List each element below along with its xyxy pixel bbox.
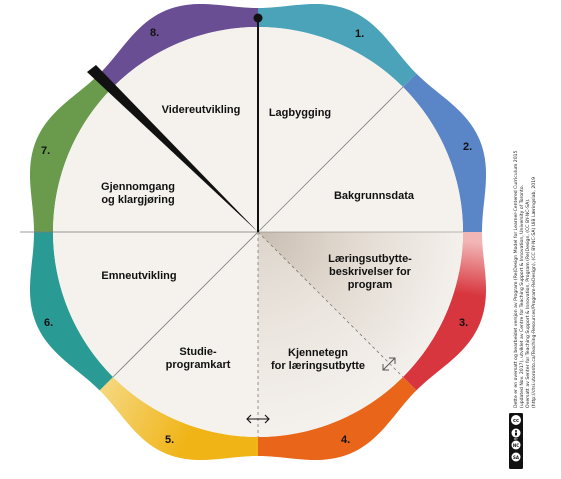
ring-segment-5 xyxy=(99,376,258,460)
ring-segment-5-shape xyxy=(99,376,258,460)
ring-segment-4 xyxy=(258,376,417,460)
svg-text:SA: SA xyxy=(513,455,520,460)
cc-license-badge[interactable]: cc BY NC SA xyxy=(509,413,523,469)
ring-segment-8 xyxy=(99,4,258,88)
segment-label-line: Læringsutbytte- xyxy=(328,253,412,265)
credit-line-4: (http://ctsi.utoronto.ca/Teaching-Resour… xyxy=(531,177,537,408)
pin-icon[interactable] xyxy=(253,13,263,233)
dashed-lines xyxy=(257,231,404,437)
ring-segment-8-shape xyxy=(99,4,258,88)
ring-segment-3 xyxy=(402,232,486,391)
by-icon: BY xyxy=(511,428,521,441)
credits-panel: Dette er en oversatt og bearbeidet versj… xyxy=(509,150,537,469)
credit-line-2: (updated Nov. 2017), utviklet av Centre … xyxy=(519,185,525,408)
segment-label-6: Emneutvikling xyxy=(101,270,176,282)
ring-segment-6-shape xyxy=(30,232,114,391)
segment-label-line: Videreutvikling xyxy=(162,104,241,116)
segment-number-1: 1. xyxy=(355,28,364,40)
sa-icon: SA xyxy=(511,452,521,462)
segment-label-line: Gjennomgang xyxy=(101,181,175,193)
ring-segment-1-shape xyxy=(258,4,417,88)
diagonal-resize-icon[interactable] xyxy=(382,357,396,371)
segment-label-1: Lagbygging xyxy=(269,107,331,119)
pointer-wedge xyxy=(87,65,258,232)
segment-label-line: programkart xyxy=(166,359,231,371)
shaded-wedge-lower xyxy=(258,232,403,437)
cc-logo-icon: cc xyxy=(510,414,522,426)
ring-segment-7-shape xyxy=(30,73,114,232)
ring-segment-6 xyxy=(30,232,114,391)
segment-label-5: Studie-programkart xyxy=(166,346,231,371)
credit-line-3: Oversatt av Senter for Teaching Support … xyxy=(525,199,531,409)
segment-label-line: beskrivelser for xyxy=(329,266,412,278)
outer-ring xyxy=(30,4,486,460)
segment-number-8: 8. xyxy=(150,27,159,39)
ring-segment-4-shape xyxy=(258,376,417,460)
segment-label-line: Studie- xyxy=(179,346,217,358)
nc-icon: NC xyxy=(511,440,521,450)
segment-number-5: 5. xyxy=(165,434,174,446)
segment-label-line: program xyxy=(348,279,393,291)
by-label: BY xyxy=(514,437,518,441)
segment-number-2: 2. xyxy=(463,141,472,153)
segment-number-3: 3. xyxy=(459,317,468,329)
segment-number-7: 7. xyxy=(41,145,50,157)
ring-segment-3-shape xyxy=(402,232,486,391)
segment-label-line: Emneutvikling xyxy=(101,270,176,282)
segment-label-line: Lagbygging xyxy=(269,107,331,119)
credit-line-1: Dette er en oversatt og bearbeidet versj… xyxy=(513,150,519,408)
ring-segment-2 xyxy=(402,73,486,232)
svg-text:cc: cc xyxy=(513,418,519,424)
segment-label-line: Bakgrunnsdata xyxy=(334,190,415,202)
ring-segment-7 xyxy=(30,73,114,232)
ring-segment-2-shape xyxy=(402,73,486,232)
segment-label-line: for læringsutbytte xyxy=(271,360,365,372)
ring-segment-1 xyxy=(258,4,417,88)
segment-number-6: 6. xyxy=(44,317,53,329)
svg-text:NC: NC xyxy=(513,443,519,448)
horizontal-resize-icon[interactable] xyxy=(246,414,270,424)
segment-label-8: Videreutvikling xyxy=(162,104,241,116)
shaded-wedge xyxy=(258,232,463,377)
segment-label-2: Bakgrunnsdata xyxy=(334,190,415,202)
segment-label-line: Kjennetegn xyxy=(288,347,348,359)
segment-labels: Lagbygging Bakgrunnsdata Læringsutbytte-… xyxy=(101,104,415,372)
segment-number-4: 4. xyxy=(341,434,350,446)
segment-label-line: og klargjøring xyxy=(101,194,174,206)
segment-numbers: 1. 2. 3. 4. 5. 6. 7. 8. xyxy=(41,27,472,446)
